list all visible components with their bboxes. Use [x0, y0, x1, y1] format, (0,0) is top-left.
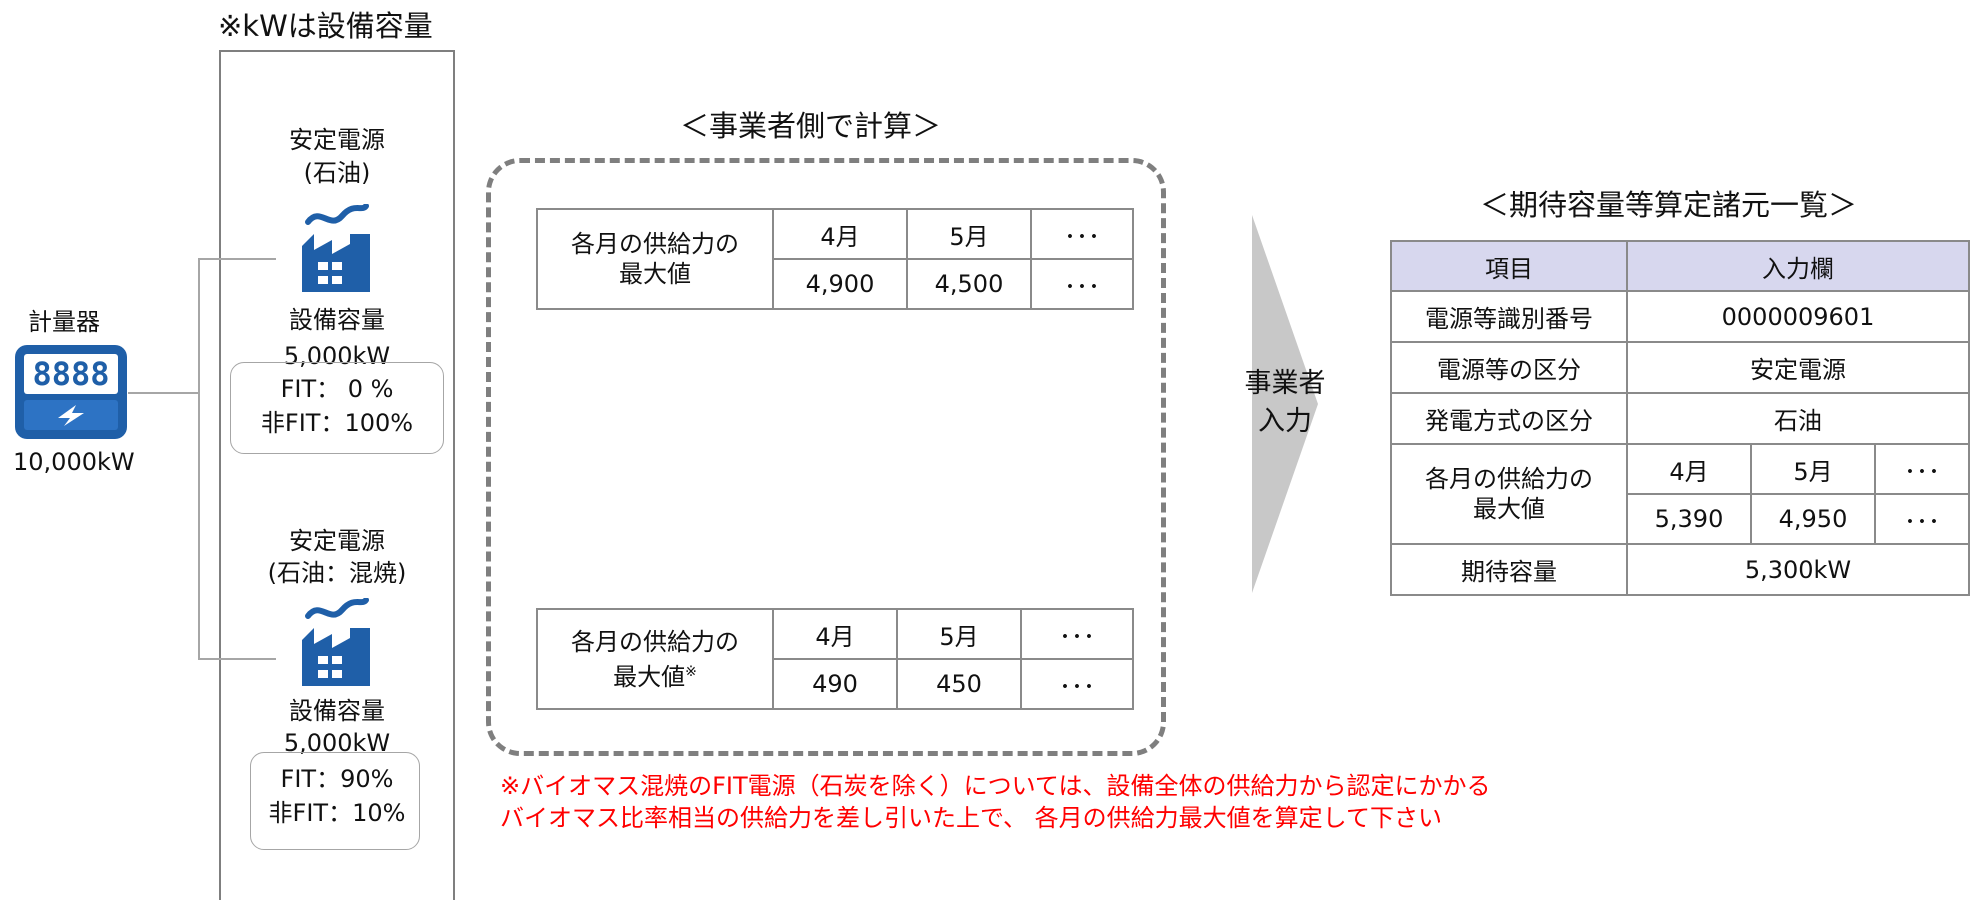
plant-1-fuel: (石油) — [303, 159, 371, 187]
month-header: ･･･ — [1030, 208, 1134, 260]
expected-value: 5,300kW — [1626, 543, 1970, 596]
meter-capacity: 10,000kW — [13, 448, 135, 476]
value-cell: 450 — [896, 658, 1022, 710]
plant-2-name: 安定電源 — [289, 527, 385, 555]
factory-icon — [300, 597, 372, 694]
value-cell: 4,950 — [1750, 493, 1876, 545]
month-header: 5月 — [1750, 443, 1876, 495]
branch-vertical — [198, 258, 200, 660]
meter-label: 計量器 — [28, 308, 100, 336]
row-label: 各月の供給力の最大値※ — [536, 608, 774, 710]
footnote-line-2: バイオマス比率相当の供給力を差し引いた上で、 各月の供給力最大値を算定して下さい — [500, 804, 1442, 832]
plant-1-nonfit: 非FIT：100% — [260, 409, 414, 437]
plant-1-fit-bracket — [230, 362, 444, 454]
type-label: 電源等の区分 — [1390, 341, 1628, 394]
id-value: 0000009601 — [1626, 290, 1970, 343]
month-header: 5月 — [896, 608, 1022, 660]
plant-2-fuel: (石油：混焼) — [267, 559, 407, 587]
month-header: 4月 — [772, 608, 898, 660]
value-cell: 4,900 — [772, 258, 908, 310]
value-cell: ･･･ — [1030, 258, 1134, 310]
branch-top — [198, 258, 276, 260]
plant-column-frame — [219, 50, 455, 900]
plant-1-capacity: 5,000kW — [283, 342, 391, 370]
input-arrow-icon — [1250, 215, 1320, 597]
calc-table-oil: 各月の供給力の最大値 4月 5月 ･･･ 4,900 4,500 ･･･ — [536, 208, 1134, 310]
footnote-mark: ※ — [685, 663, 697, 680]
plant-1-capacity-label: 設備容量 — [289, 306, 385, 334]
value-cell: ･･･ — [1020, 658, 1134, 710]
type-value: 安定電源 — [1626, 341, 1970, 394]
calc-table-mixed: 各月の供給力の最大値※ 4月 5月 ･･･ 490 450 ･･･ — [536, 608, 1134, 710]
value-cell: 490 — [772, 658, 898, 710]
spec-table: 項目 入力欄 電源等識別番号 0000009601 電源等の区分 安定電源 発電… — [1390, 240, 1970, 596]
plant-2-capacity-label: 設備容量 — [289, 697, 385, 725]
month-header: ･･･ — [1874, 443, 1970, 495]
month-header: ･･･ — [1020, 608, 1134, 660]
factory-icon — [300, 203, 372, 300]
row-label: 各月の供給力の最大値 — [536, 208, 774, 310]
meter-display: 8888 — [32, 355, 109, 393]
plant-1-fit: FIT： 0 % — [280, 375, 394, 403]
spec-title: ＜期待容量等算定諸元一覧＞ — [1480, 188, 1858, 222]
arrow-label: 事業者入力 — [1244, 368, 1326, 437]
branch-bottom — [198, 658, 276, 660]
value-cell: ･･･ — [1874, 493, 1970, 545]
plant-2-fit: FIT：90% — [280, 765, 394, 793]
calc-title: ＜事業者側で計算＞ — [680, 109, 942, 143]
footnote-line-1: ※バイオマス混焼のFIT電源（石炭を除く）については、設備全体の供給力から認定に… — [500, 772, 1491, 800]
capacity-note: ※kWは設備容量 — [218, 9, 433, 43]
method-label: 発電方式の区分 — [1390, 392, 1628, 445]
meter-icon: 8888 — [14, 344, 128, 440]
method-value: 石油 — [1626, 392, 1970, 445]
expected-label: 期待容量 — [1390, 543, 1628, 596]
header-item: 項目 — [1390, 240, 1628, 292]
month-header: 4月 — [1626, 443, 1752, 495]
plant-1-name: 安定電源 — [289, 126, 385, 154]
id-label: 電源等識別番号 — [1390, 290, 1628, 343]
plant-2-fit-bracket — [250, 752, 420, 850]
supply-label: 各月の供給力の最大値 — [1390, 443, 1628, 545]
meter-connector — [128, 392, 200, 394]
value-cell: 4,500 — [906, 258, 1032, 310]
header-input: 入力欄 — [1626, 240, 1970, 292]
calc-frame — [486, 158, 1166, 756]
value-cell: 5,390 — [1626, 493, 1752, 545]
plant-2-nonfit: 非FIT：10% — [268, 799, 406, 827]
month-header: 5月 — [906, 208, 1032, 260]
month-header: 4月 — [772, 208, 908, 260]
